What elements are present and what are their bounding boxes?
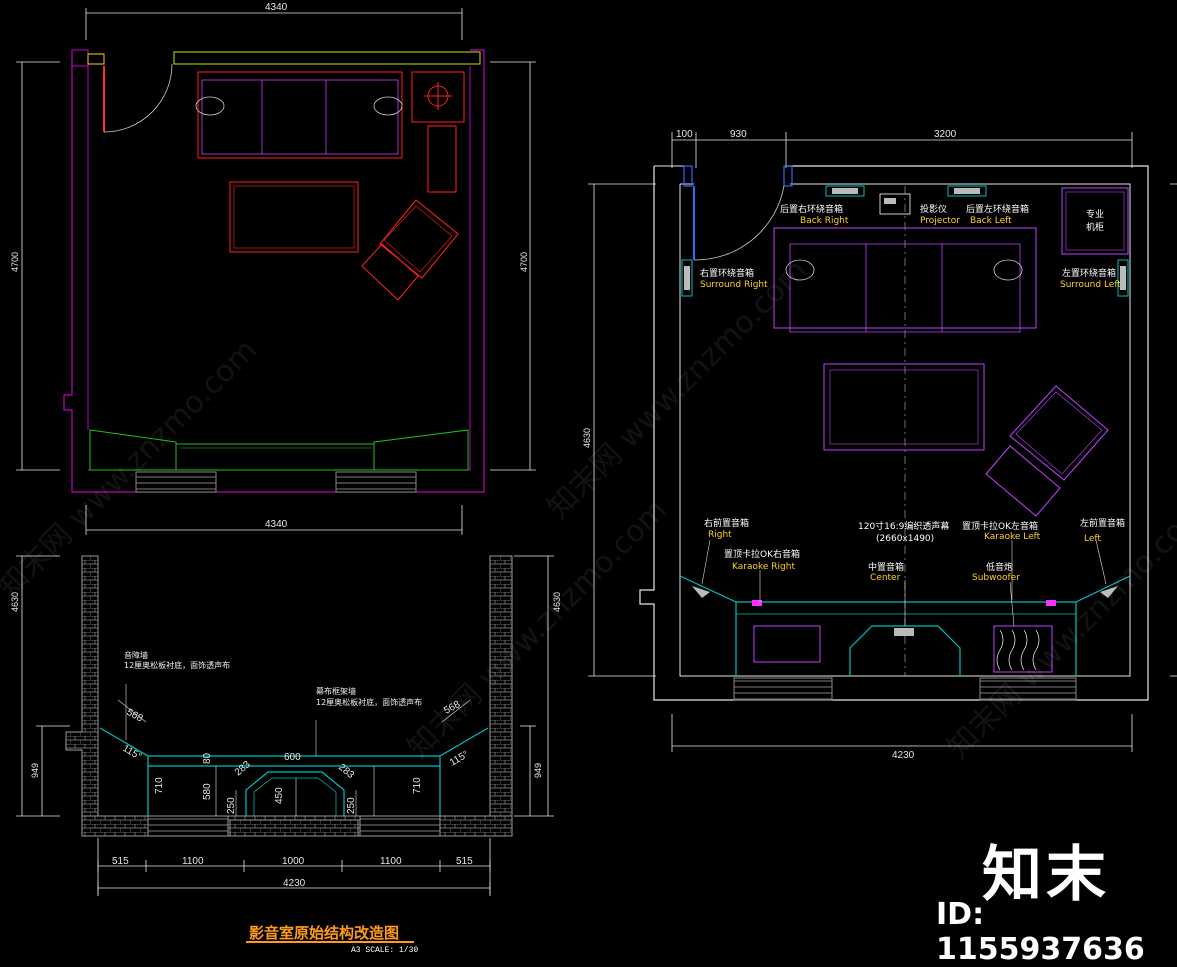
label-projector-en: Projector [920,216,960,226]
watermarks: 知末网 www.znzmo.com 知末网 www.znzmo.com 知末网 … [0,253,1177,766]
p2-dim-a: 100 [676,129,693,140]
sec-note-left-2: 12厘奥松板衬底，面饰透声布 [124,660,230,670]
p2-dim-bottom: 4230 [892,750,915,761]
sec-d115-r: 115° [448,749,471,769]
sec-d115-l: 115° [121,743,144,763]
sec-dim-left-low: 949 [30,763,40,778]
watermark-3: 知末网 www.znzmo.com [541,253,814,526]
sec-bottom-2: 1000 [282,856,305,867]
sec-d283-l: 283 [233,759,253,778]
label-back-right-en: Back Right [800,216,849,226]
label-back-right-cn: 后置右环绕音箱 [780,203,843,215]
label-sub-cn: 低音炮 [986,561,1013,573]
label-front-left-cn: 左前置音箱 [1080,517,1125,529]
label-karaoke-left-cn: 置顶卡拉OK左音箱 [962,520,1038,532]
sec-total: 4230 [283,878,306,889]
label-surround-left-en: Surround Left [1060,280,1121,290]
label-surround-left-cn: 左置环绕音箱 [1062,267,1116,279]
watermark-4: 知末网 www.znzmo.com [941,493,1177,766]
label-surround-right-cn: 右置环绕音箱 [700,267,754,279]
sec-d600: 600 [284,752,301,763]
brand-id: ID: 1155937636 [936,897,1145,967]
p1-dim-top: 4340 [265,2,288,13]
title-underline [246,941,414,943]
p1-dim-left: 4700 [10,252,20,272]
sec-bottom-4: 515 [456,856,473,867]
label-sub-en: Subwoofer [972,573,1020,583]
label-surround-right-en: Surround Right [700,280,768,290]
label-screen-size: (2660x1490) [876,534,934,544]
sec-d450: 450 [274,787,285,804]
plan-original: 4340 4340 4700 4700 [10,2,536,535]
sec-dim-left-top: 4630 [10,592,20,612]
watermark-1: 知末网 www.znzmo.com [0,333,264,606]
label-center-cn: 中置音箱 [868,561,904,573]
p2-dim-b: 930 [730,129,747,140]
label-back-left-en: Back Left [970,216,1012,226]
sec-d250-l: 250 [226,797,237,814]
label-front-right-en: Right [708,530,732,540]
label-front-right-cn: 右前置音箱 [704,517,749,529]
sec-bottom-1: 1100 [182,856,204,867]
plan-renovated: 100 930 3200 4630 4230 [582,129,1177,761]
label-karaoke-left-en: Karaoke Left [984,532,1041,542]
label-rack-1: 专业 [1086,208,1104,220]
label-front-left-en: Left [1084,534,1101,544]
watermark-2: 知末网 www.znzmo.com [401,493,674,766]
sec-d580: 580 [202,783,213,800]
sec-d710-l: 710 [154,777,165,794]
label-projector-cn: 投影仪 [920,203,947,215]
brand-logo: 知末 [982,840,1110,910]
p1-dim-right: 4700 [519,252,529,272]
sec-dim-right-low: 949 [533,763,543,778]
sec-d250-r: 250 [346,797,357,814]
sec-bottom-0: 515 [112,856,129,867]
label-karaoke-right-en: Karaoke Right [732,562,795,572]
drawing-title: 影音室原始结构改造图 [249,924,400,942]
sec-d568-l: 568 [125,707,145,725]
sec-bottom-3: 1100 [380,856,402,867]
p2-dim-left: 4630 [582,428,592,448]
sec-dim-right-top: 4630 [552,592,562,612]
sec-note-mid-2: 12厘奥松板衬底，面饰透声布 [316,697,422,707]
p1-dim-bottom: 4340 [265,519,288,530]
sec-d80: 80 [202,752,213,764]
label-rack-2: 机柜 [1086,221,1104,233]
label-karaoke-right-cn: 置顶卡拉OK右音箱 [724,548,800,560]
label-back-left-cn: 后置左环绕音箱 [966,203,1029,215]
section-detail: 4630 949 4630 949 音障墙 12厘奥松板衬底，面饰 [10,555,562,896]
drawing-scale: A3 SCALE: 1/30 [351,946,419,955]
p2-dim-c: 3200 [934,129,957,140]
sec-note-mid-1: 幕布框架墙 [316,686,356,696]
label-screen-cn: 120寸16:9编织透声幕 [858,520,949,532]
sec-d283-r: 283 [336,762,356,781]
label-center-en: Center [870,573,901,583]
sec-note-left-1: 音障墙 [124,650,148,660]
sec-d710-r: 710 [412,777,423,794]
